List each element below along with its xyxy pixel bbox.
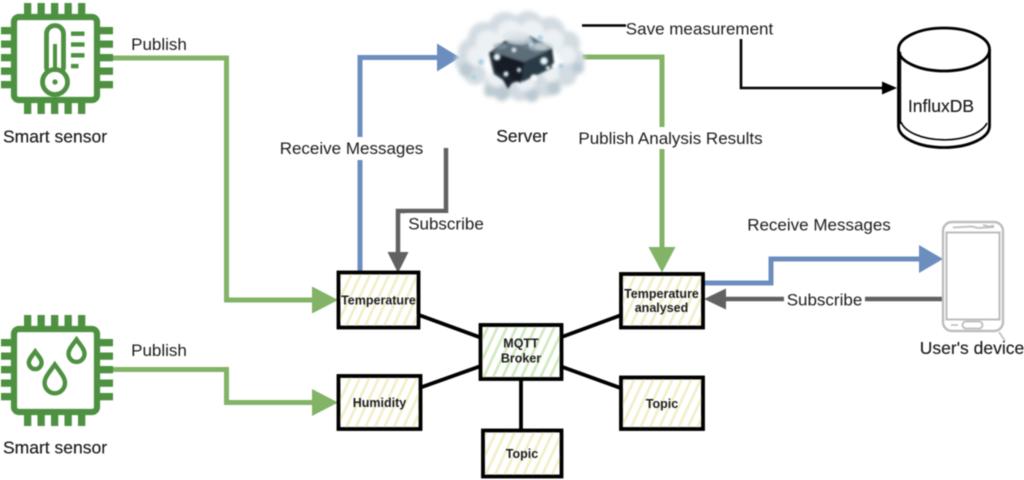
- svg-text:InfluxDB: InfluxDB: [908, 96, 974, 116]
- svg-text:Receive Messages: Receive Messages: [280, 139, 424, 158]
- svg-text:InfluxDB: InfluxDB: [908, 96, 974, 116]
- svg-text:Smart sensor: Smart sensor: [3, 438, 107, 458]
- svg-text:Publish: Publish: [131, 341, 187, 360]
- svg-text:Smart sensor: Smart sensor: [3, 127, 107, 147]
- svg-text:Publish Analysis Results: Publish Analysis Results: [578, 129, 762, 148]
- svg-text:Topic: Topic: [646, 397, 678, 411]
- svg-text:analysed: analysed: [635, 301, 689, 315]
- svg-text:Subscribe: Subscribe: [787, 291, 863, 310]
- svg-text:Smart sensor: Smart sensor: [3, 438, 107, 458]
- svg-text:Topic: Topic: [506, 447, 538, 461]
- svg-text:Temperature: Temperature: [341, 294, 416, 308]
- svg-text:Save measurement: Save measurement: [626, 20, 774, 39]
- svg-text:Smart sensor: Smart sensor: [3, 127, 107, 147]
- svg-text:Publish: Publish: [131, 35, 187, 54]
- svg-text:Subscribe: Subscribe: [408, 215, 484, 234]
- svg-text:Receive Messages: Receive Messages: [747, 216, 891, 235]
- svg-text:User's device: User's device: [920, 338, 1024, 358]
- svg-text:Server: Server: [496, 126, 548, 146]
- svg-text:Server: Server: [496, 126, 548, 146]
- svg-text:User's device: User's device: [920, 338, 1024, 358]
- svg-text:MQTT: MQTT: [503, 337, 539, 351]
- svg-text:Temperature: Temperature: [624, 287, 699, 301]
- svg-text:Humidity: Humidity: [353, 396, 407, 410]
- svg-text:Broker: Broker: [501, 352, 541, 366]
